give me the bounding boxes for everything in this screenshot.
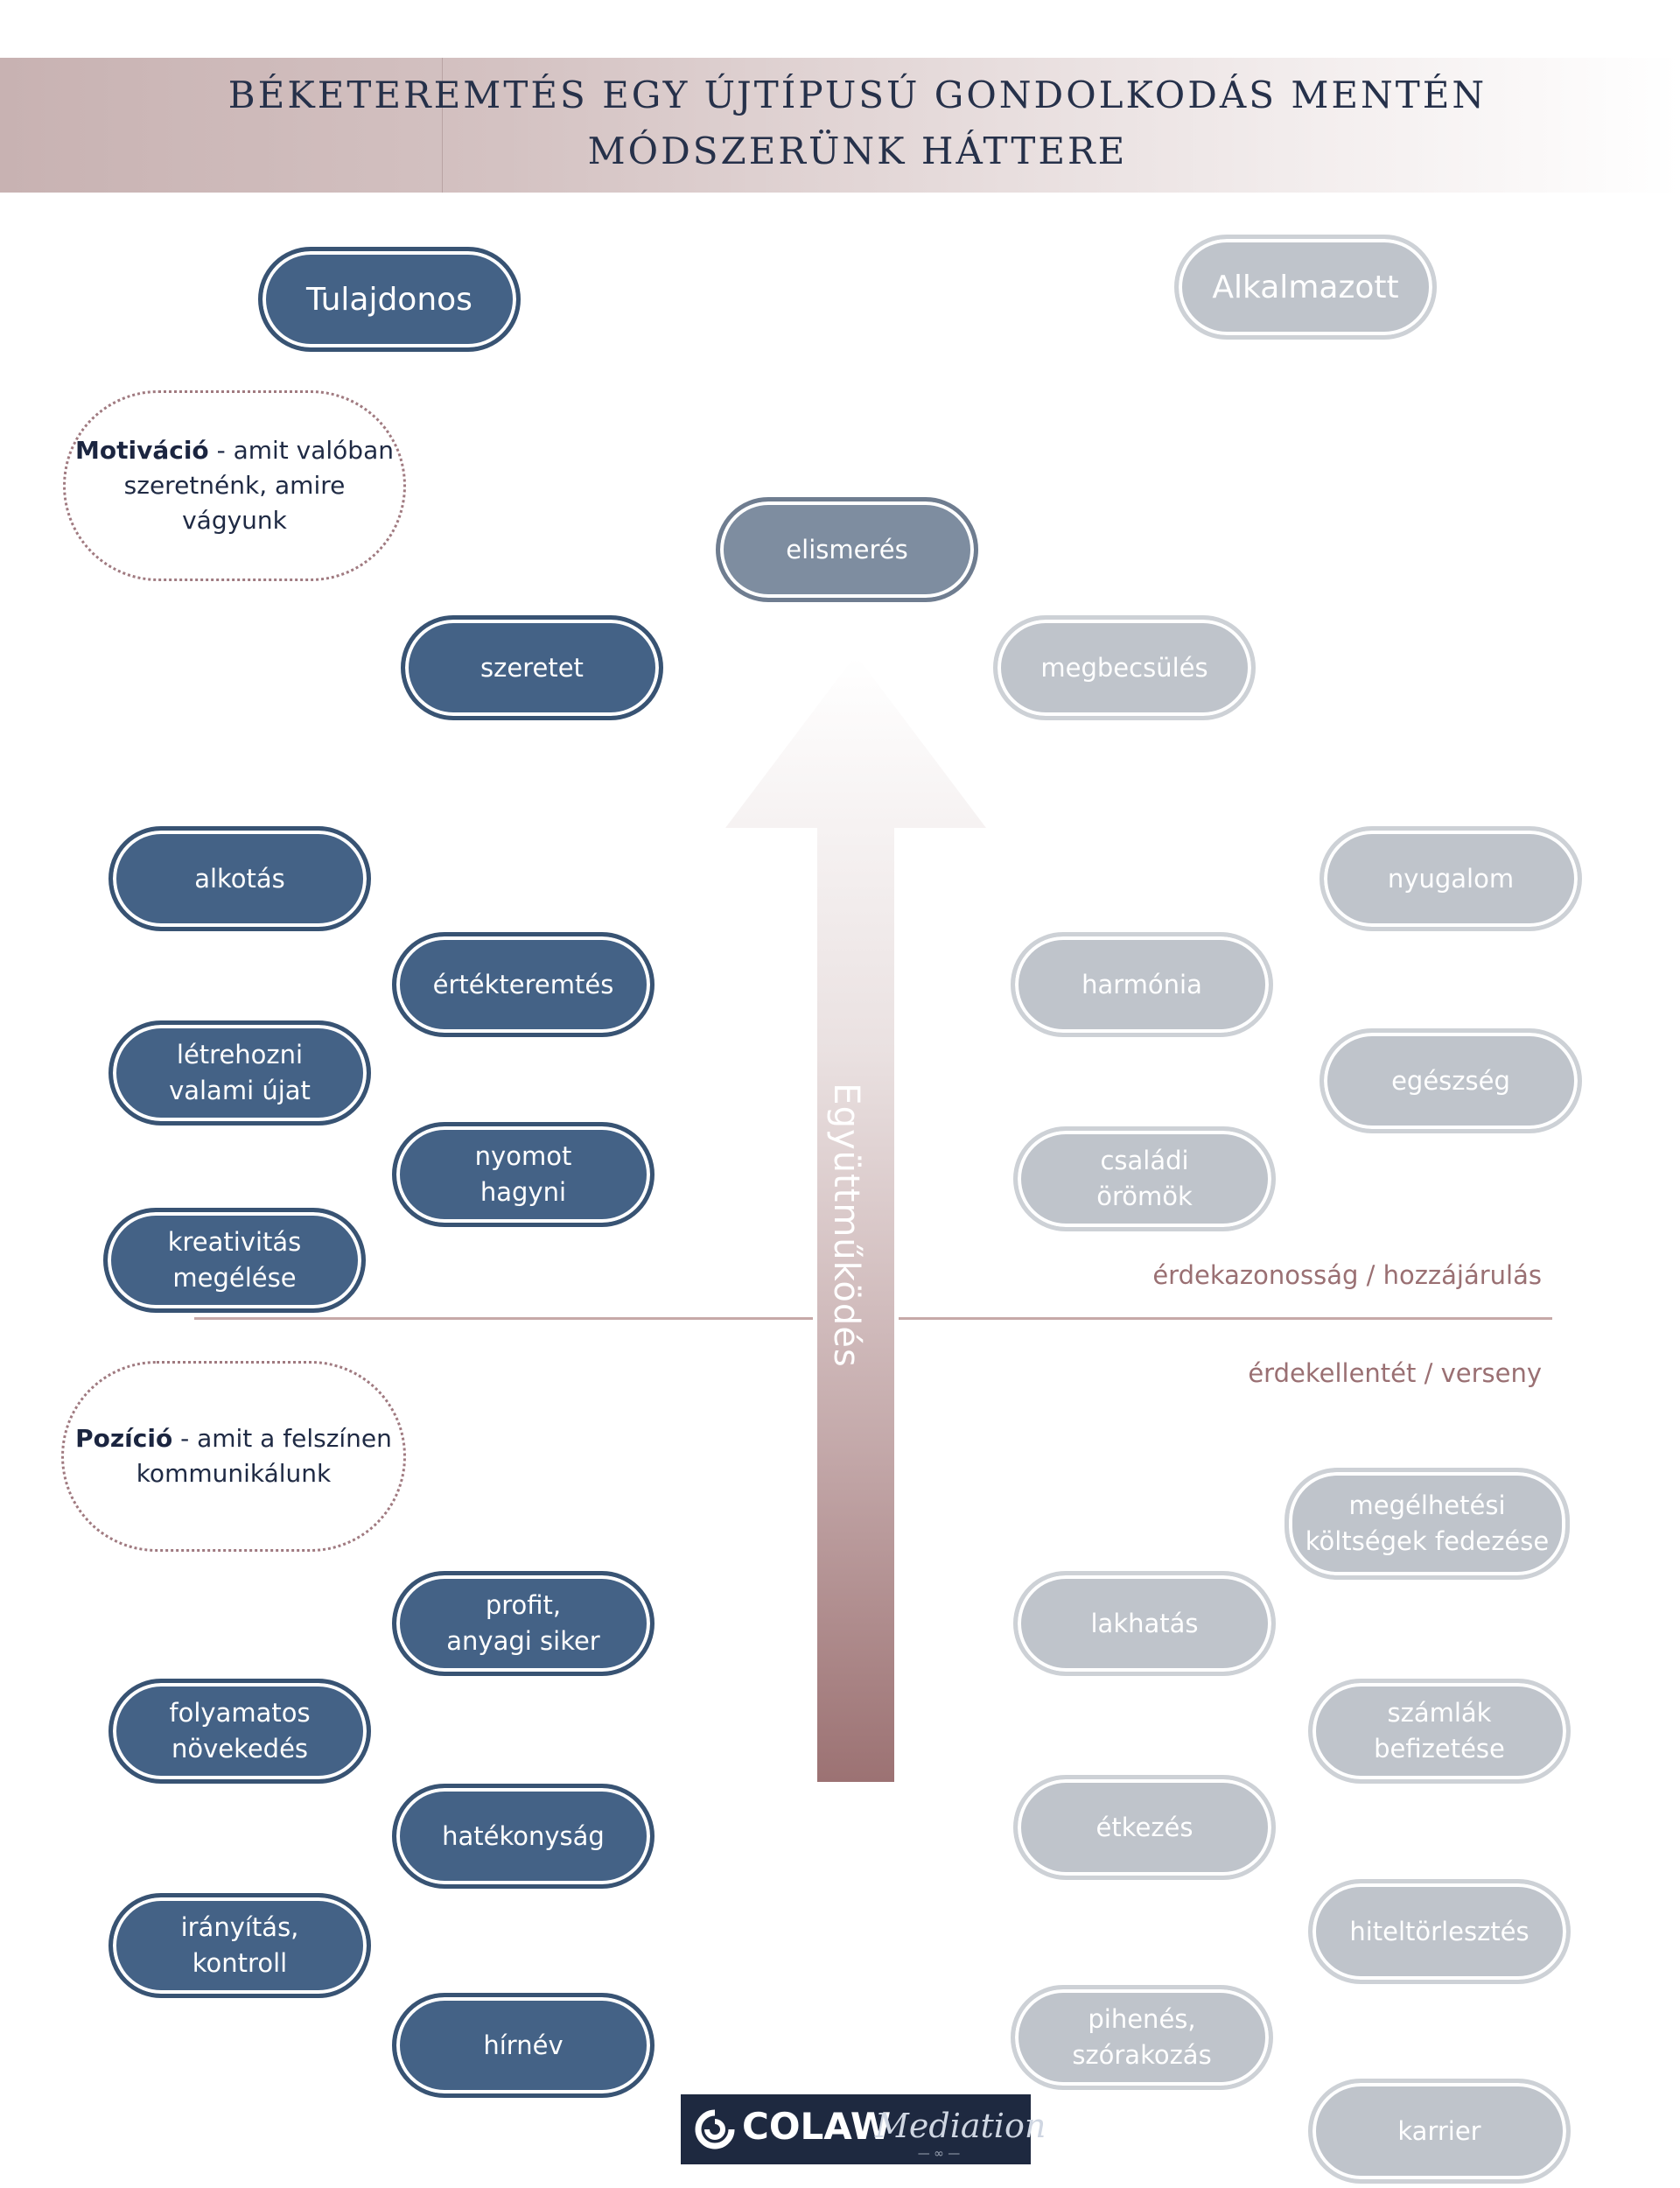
divider-line-right: [899, 1317, 1552, 1320]
center-top-pill: elismerés: [716, 497, 978, 602]
logo-script: Mediation: [875, 2107, 1046, 2145]
owner-position-item: hatékonyság: [392, 1784, 654, 1889]
owner-position-item: irányítás,kontroll: [108, 1893, 371, 1998]
position-title: Pozíció: [75, 1424, 173, 1453]
arrow-shape: [725, 655, 986, 1782]
employee-motivation-item: egészség: [1320, 1028, 1582, 1133]
header-banner: [0, 58, 1680, 193]
employee-position-item: karrier: [1308, 2079, 1571, 2184]
motivation-text: - amit valóban szeretnénk, amire vágyunk: [123, 436, 394, 535]
employee-position-item: pihenés,szórakozás: [1011, 1985, 1273, 2090]
motivation-title: Motiváció: [75, 436, 209, 465]
owner-position-item: profit,anyagi siker: [392, 1571, 654, 1676]
page-title: BÉKETEREMTÉS EGY ÚJTÍPUSÚ GONDOLKODÁS ME…: [228, 74, 1488, 116]
position-text: - amit a felszínen kommunikálunk: [136, 1424, 392, 1488]
page-subtitle: MÓDSZERÜNK HÁTTERE: [587, 130, 1128, 172]
owner-position-item: hírnév: [392, 1993, 654, 2098]
banner-divider: [442, 58, 443, 193]
owner-motivation-item: szeretet: [401, 615, 663, 720]
infinity-icon: — ∞ —: [917, 2147, 961, 2161]
employee-motivation-item: nyugalom: [1320, 826, 1582, 931]
owner-motivation-item: alkotás: [108, 826, 371, 931]
colaw-logo: COLAW Mediation — ∞ —: [681, 2094, 1046, 2164]
position-note: Pozíció - amit a felszínen kommunikálunk: [61, 1361, 406, 1552]
employee-position-item: hiteltörlesztés: [1308, 1879, 1571, 1984]
divider-label-above: érdekazonosság / hozzájárulás: [1152, 1260, 1542, 1290]
employee-position-item: étkezés: [1013, 1775, 1276, 1880]
logo-brand: COLAW: [742, 2105, 892, 2148]
logo-mark-icon: [695, 2109, 735, 2149]
employee-motivation-item: harmónia: [1011, 932, 1273, 1037]
motivation-note: Motiváció - amit valóban szeretnénk, ami…: [63, 390, 406, 581]
role-employee: Alkalmazott: [1174, 235, 1437, 340]
employee-motivation-item: megbecsülés: [993, 615, 1256, 720]
role-owner: Tulajdonos: [258, 247, 521, 352]
employee-position-item: lakhatás: [1013, 1571, 1276, 1676]
divider-line-left: [194, 1317, 813, 1320]
divider-label-below: érdekellentét / verseny: [1248, 1358, 1542, 1388]
owner-motivation-item: értékteremtés: [392, 932, 654, 1037]
